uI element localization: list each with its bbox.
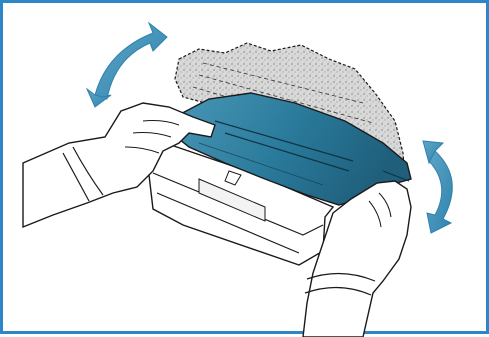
right-rotation-arrow-icon [423, 141, 452, 233]
left-rotation-arrow-icon [87, 23, 167, 107]
toner-cartridge-shaking-illustration [3, 3, 489, 337]
